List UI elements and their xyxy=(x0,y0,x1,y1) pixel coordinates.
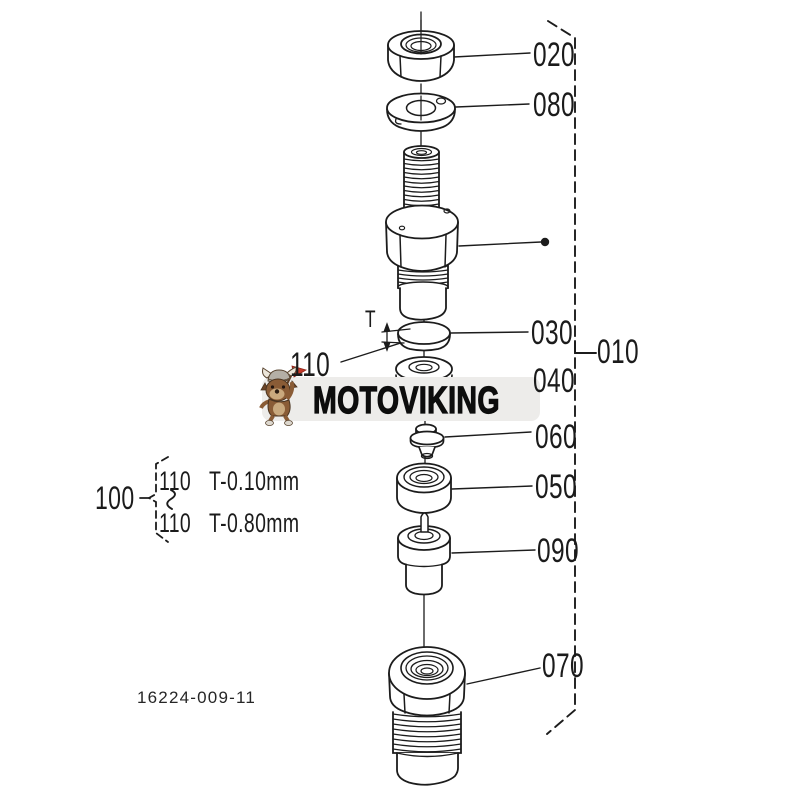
figure-number: 16224-009-11 xyxy=(137,688,257,707)
leader-070 xyxy=(466,667,541,685)
callout-shim: 110 xyxy=(290,346,331,384)
callout-nozzle-piece: 090 xyxy=(537,532,579,570)
callout-adjusting-shim: 030 xyxy=(531,314,573,352)
part-washer-080 xyxy=(386,92,456,132)
shim-row-thickness-1: T-0.10mm xyxy=(209,466,300,496)
part-cap-nut-020 xyxy=(387,19,455,82)
watermark-band xyxy=(262,377,540,421)
part-distance-piece-050 xyxy=(396,462,452,514)
assembly-bracket-connector xyxy=(574,340,597,354)
callout-assembly: 010 xyxy=(597,333,639,371)
callout-shim-kit: 100 xyxy=(95,480,135,516)
callout-push-rod: 060 xyxy=(535,418,577,456)
leader-dot xyxy=(540,237,550,247)
callout-retaining-nut: 070 xyxy=(542,647,584,685)
part-retaining-nut-070 xyxy=(388,646,466,786)
leader-020 xyxy=(453,52,531,58)
part-push-rod-060 xyxy=(409,423,445,460)
callout-spring: 040 xyxy=(533,362,575,400)
watermark-text: MOTOVIKING xyxy=(313,380,501,422)
leader-030 xyxy=(450,331,529,334)
shim-row-thickness-2: T-0.80mm xyxy=(209,508,300,538)
assembly-bracket-dashed xyxy=(546,20,576,735)
thickness-symbol: T xyxy=(365,306,376,333)
leader-lines xyxy=(340,52,542,685)
shim-row-ref-2: 110 xyxy=(159,508,192,538)
thickness-dimension xyxy=(381,322,411,352)
leader-110 xyxy=(340,339,411,363)
leader-060 xyxy=(444,431,532,438)
callout-washer: 080 xyxy=(533,86,575,124)
callout-distance-piece: 050 xyxy=(535,468,577,506)
leader-090 xyxy=(451,549,536,554)
leader-080 xyxy=(455,103,530,108)
shim-row-ref-1: 110 xyxy=(159,466,192,496)
leader-body xyxy=(458,241,542,247)
part-nozzle-holder-body xyxy=(385,145,459,321)
range-squiggle xyxy=(166,489,176,510)
part-nozzle-090 xyxy=(397,512,451,596)
callout-cap-nut: 020 xyxy=(533,36,575,74)
viking-dog-mascot-icon xyxy=(259,365,308,427)
leader-050 xyxy=(451,485,533,490)
part-adjusting-shim-030 xyxy=(397,321,451,352)
